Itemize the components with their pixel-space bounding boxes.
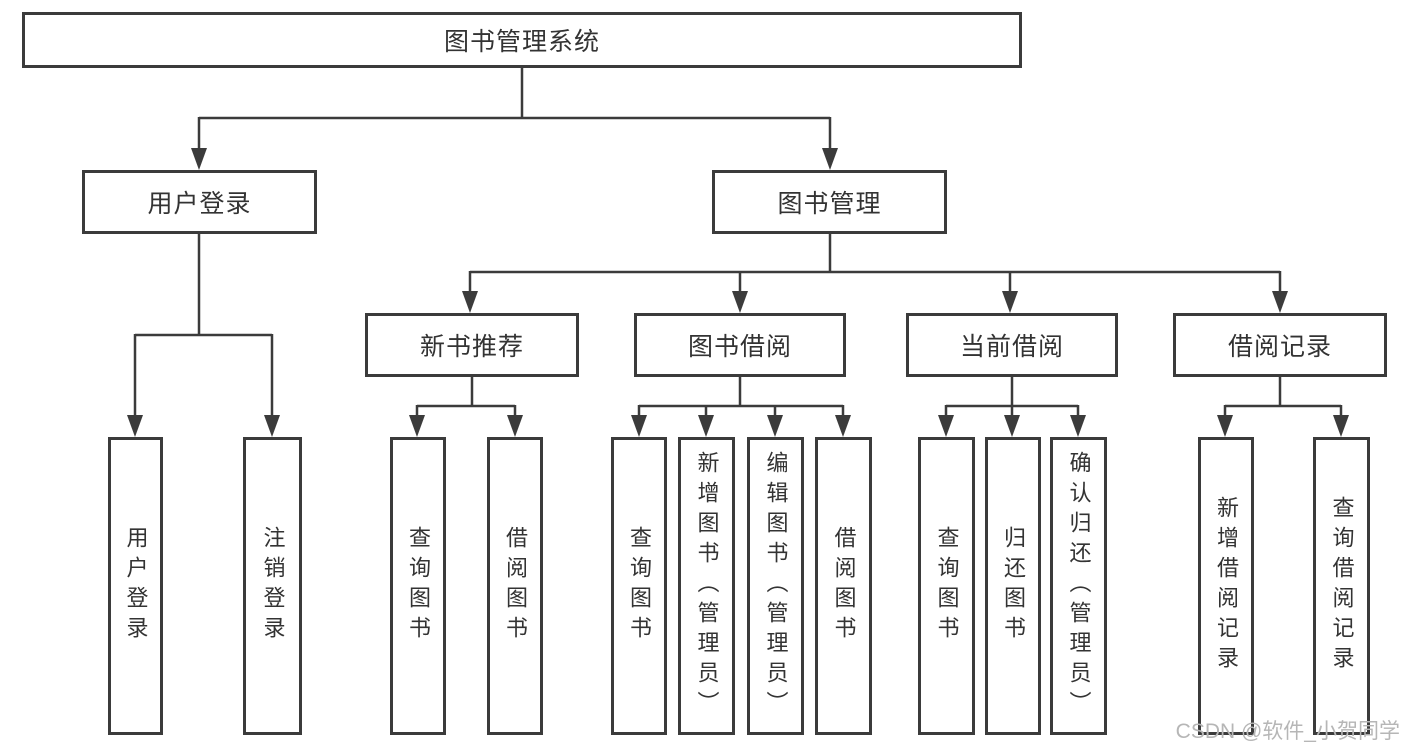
leaf-label: 确认归还（管理员） [1066,451,1092,721]
node-label: 图书借阅 [687,333,792,361]
leaf-records-query-record: 查询借阅记录 [1313,437,1370,735]
node-label: 用户登录 [147,190,252,218]
leaf-user-login: 用户登录 [108,437,163,735]
node-book-borrow: 图书借阅 [634,313,846,377]
node-label: 当前借阅 [959,333,1064,361]
node-label: 图书管理系统 [443,28,600,56]
leaf-records-add-record: 新增借阅记录 [1198,437,1254,735]
arrowheads [127,148,1349,437]
node-book-management: 图书管理 [712,170,947,234]
leaf-label: 编辑图书（管理员） [763,451,789,721]
leaf-label: 新增借阅记录 [1214,496,1239,676]
leaf-label: 查询借阅记录 [1329,496,1355,676]
node-borrow-records: 借阅记录 [1173,313,1387,377]
leaf-label: 新增图书（管理员） [694,451,720,721]
node-label: 借阅记录 [1227,333,1332,361]
watermark: CSDN @软件_小贺同学 [1175,720,1400,743]
leaf-label: 查询图书 [406,526,431,646]
leaf-current-return-books: 归还图书 [985,437,1041,735]
leaf-borrow-edit-books-admin: 编辑图书（管理员） [747,437,804,735]
node-label: 图书管理 [777,190,882,218]
node-new-book-recommend: 新书推荐 [365,313,579,377]
node-current-borrow: 当前借阅 [906,313,1118,377]
leaf-label: 归还图书 [1001,526,1026,646]
node-label: 新书推荐 [419,333,524,361]
leaf-label: 借阅图书 [831,526,857,646]
leaf-current-query-books: 查询图书 [918,437,975,735]
leaf-label: 借阅图书 [503,526,528,646]
node-library-system: 图书管理系统 [22,12,1022,68]
leaf-label: 查询图书 [627,526,652,646]
leaf-borrow-query-books: 查询图书 [611,437,667,735]
leaf-borrow-add-books-admin: 新增图书（管理员） [678,437,735,735]
leaf-label: 用户登录 [123,526,149,646]
leaf-label: 查询图书 [934,526,960,646]
node-user-login: 用户登录 [82,170,317,234]
leaf-logout: 注销登录 [243,437,302,735]
leaf-newbooks-borrow-books: 借阅图书 [487,437,543,735]
leaf-borrow-borrow-books: 借阅图书 [815,437,872,735]
leaf-newbooks-query-books: 查询图书 [390,437,446,735]
leaf-label: 注销登录 [260,526,286,646]
leaf-current-confirm-return-admin: 确认归还（管理员） [1050,437,1107,735]
